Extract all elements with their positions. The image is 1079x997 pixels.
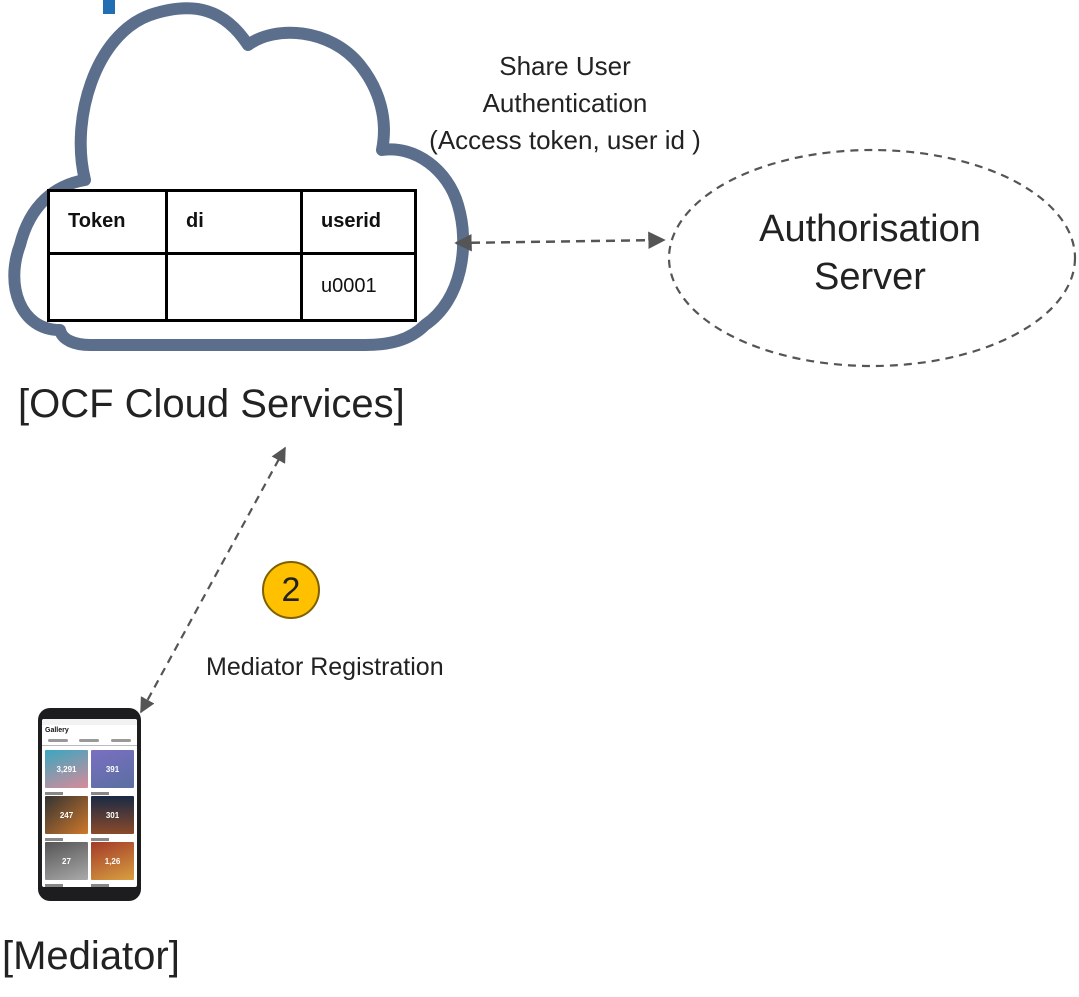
auth-server-line2: Server [814, 256, 926, 298]
share-label-line2: Authentication [482, 88, 648, 118]
share-label-line3: (Access token, user id ) [429, 125, 701, 155]
token-table: Token di userid u0001 [47, 189, 417, 323]
table-cell-userid: u0001 [300, 251, 417, 323]
mediator-registration-label: Mediator Registration [206, 653, 444, 681]
table-row: u0001 [47, 251, 417, 323]
mediator-phone-image: Gallery 3,291 391 247 301 [38, 708, 141, 901]
album-count: 301 [105, 810, 120, 820]
table-cell-token [47, 251, 168, 323]
authorisation-server-ellipse [667, 148, 1077, 368]
phone-tab [47, 739, 68, 742]
table-header-userid: userid [300, 189, 417, 255]
table-header-row: Token di userid [47, 189, 417, 255]
mediator-label: [Mediator] [2, 934, 180, 978]
cloud-auth-arrow [454, 231, 666, 252]
phone-app-title: Gallery [45, 727, 69, 734]
album-count: 27 [62, 856, 71, 866]
table-header-di: di [165, 189, 303, 255]
table-header-token: Token [47, 189, 168, 255]
phone-status-bar [42, 719, 137, 725]
phone-screen: Gallery 3,291 391 247 301 [42, 719, 137, 887]
album-tile: 1,26 [91, 842, 134, 887]
cloud-services-label: [OCF Cloud Services] [18, 382, 405, 426]
authorisation-server-label: Authorisation Server [700, 205, 1040, 301]
album-tile: 391 [91, 750, 134, 795]
share-authentication-label: Share User Authentication (Access token,… [400, 48, 730, 159]
auth-server-line1: Authorisation [759, 208, 981, 250]
album-count: 247 [59, 810, 74, 820]
table-cell-di [165, 251, 303, 323]
album-tile: 247 [45, 796, 88, 841]
step-number-badge: 2 [262, 561, 320, 619]
phone-album-grid: 3,291 391 247 301 27 1,26 [42, 746, 137, 887]
phone-tabs [42, 737, 137, 746]
blue-tab-decoration [103, 0, 115, 14]
album-tile: 3,291 [45, 750, 88, 795]
phone-tab [79, 739, 100, 742]
share-label-line1: Share User [499, 51, 631, 81]
album-tile: 301 [91, 796, 134, 841]
phone-tab [111, 739, 132, 742]
album-count: 3,291 [56, 764, 77, 774]
album-count: 391 [105, 764, 120, 774]
album-count: 1,26 [104, 856, 121, 866]
album-tile: 27 [45, 842, 88, 887]
